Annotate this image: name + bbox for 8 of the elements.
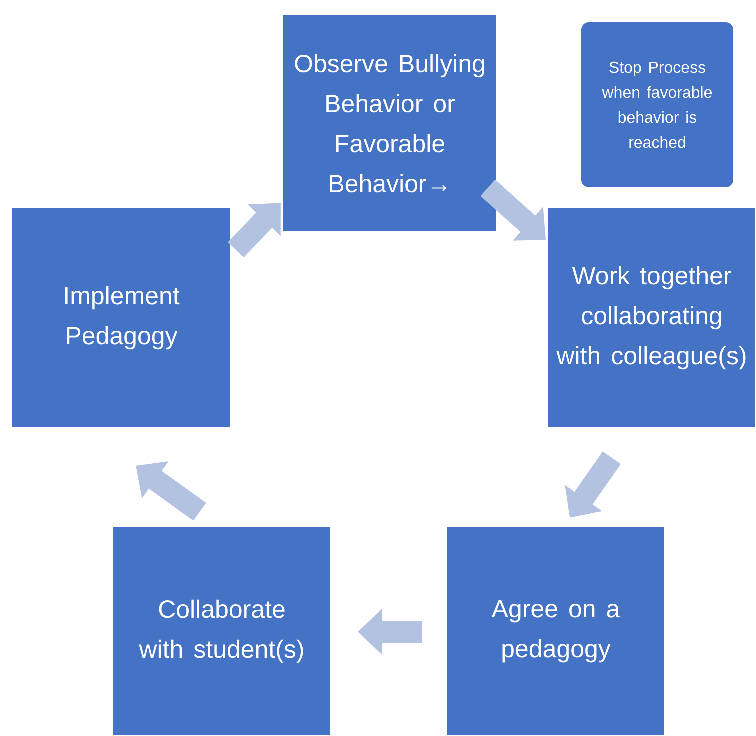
process-box: Agree on a pedagogy	[446, 526, 666, 736]
process-box: Work together collaborating with colleague(s)	[548, 208, 756, 428]
arrow	[480, 180, 546, 241]
arrow	[228, 203, 281, 258]
process-box: Collaborate with student(s)	[112, 526, 332, 736]
process-box: Observe Bullying Behavior or Favorable Behavior→	[282, 14, 498, 232]
process-box: Implement Pedagogy	[12, 208, 232, 428]
note-box: Stop Process when favorable behavior is reached	[580, 22, 734, 188]
